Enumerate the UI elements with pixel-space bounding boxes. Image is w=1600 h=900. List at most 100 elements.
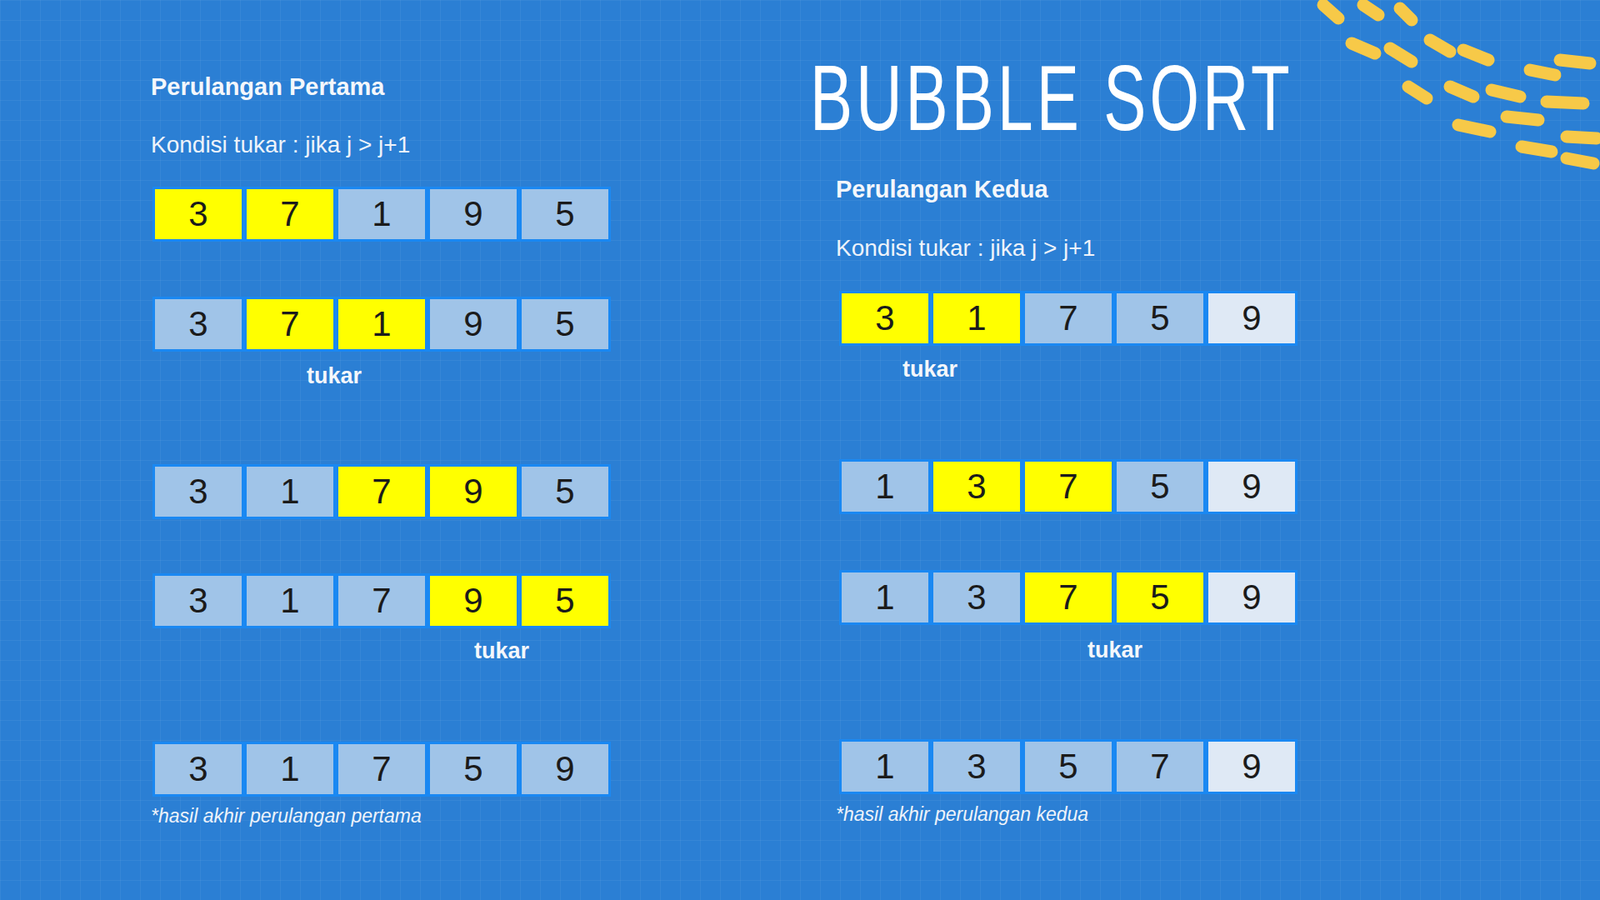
cell-value: 9: [1241, 300, 1261, 336]
array-cell: 5: [1114, 570, 1206, 625]
cell-value: 9: [1241, 580, 1261, 615]
array-cell: 9: [427, 464, 520, 520]
cell-value: 7: [1058, 469, 1078, 505]
array-cell: 3: [152, 296, 245, 352]
array-cell: 9: [1205, 290, 1298, 346]
cell-value: 3: [966, 580, 986, 615]
cell-value: 3: [188, 474, 208, 510]
array-cell: 7: [1114, 739, 1206, 795]
cell-value: 5: [1150, 580, 1170, 615]
array-cell: 7: [1022, 570, 1115, 625]
cell-value: 9: [463, 583, 483, 619]
title: BUBBLE SORT: [810, 51, 1294, 145]
array-cell: 9: [1205, 459, 1298, 515]
cell-value: 3: [966, 749, 986, 785]
array-cell: 1: [930, 290, 1023, 346]
cell-value: 1: [875, 469, 895, 505]
cell-value: 5: [555, 583, 575, 619]
array-cell: 3: [152, 186, 245, 242]
array-cell: 1: [839, 739, 931, 795]
array-cell: 5: [519, 573, 611, 629]
array-cell: 7: [335, 464, 428, 520]
cell-value: 7: [1058, 580, 1078, 615]
result-note: *hasil akhir perulangan pertama: [150, 805, 422, 828]
condition-text: Kondisi tukar : jika j > j+1: [150, 131, 410, 159]
cell-value: 5: [555, 306, 575, 342]
array-cell: 3: [152, 464, 245, 520]
array-cell: 1: [244, 573, 336, 629]
array-cell: 7: [244, 296, 336, 352]
cell-value: 7: [280, 306, 300, 342]
section-heading: Perulangan Pertama: [150, 73, 385, 101]
array-cell: 1: [244, 464, 336, 520]
cell-value: 7: [371, 751, 391, 787]
array-cell: 9: [427, 573, 520, 629]
array-cell: 7: [1022, 290, 1115, 346]
array-cell: 1: [244, 741, 336, 797]
array-cell: 5: [519, 464, 611, 520]
cell-value: 5: [555, 196, 575, 232]
array-cell: 3: [152, 573, 245, 629]
cell-value: 3: [875, 300, 895, 336]
cell-value: 5: [463, 751, 483, 787]
cell-value: 7: [371, 474, 391, 510]
cell-value: 3: [966, 469, 986, 505]
cell-value: 3: [188, 751, 208, 787]
array-cell: 5: [427, 741, 520, 797]
cell-value: 3: [188, 306, 208, 342]
array-cell: 1: [839, 459, 931, 515]
cell-value: 9: [463, 306, 483, 342]
array-cell: 3: [930, 570, 1023, 625]
array-cell: 7: [1022, 459, 1115, 515]
cell-value: 1: [280, 583, 300, 619]
swap-label: tukar: [474, 638, 530, 665]
array-cell: 5: [1022, 739, 1115, 795]
array-cell: 7: [335, 741, 428, 797]
cell-value: 1: [875, 580, 895, 615]
array-cell: 5: [519, 296, 611, 352]
array-cell: 5: [1114, 459, 1206, 515]
array-cell: 3: [930, 459, 1023, 515]
array-cell: 3: [152, 741, 245, 797]
array-cell: 9: [427, 186, 520, 242]
swap-label: tukar: [306, 363, 362, 390]
cell-value: 7: [280, 196, 300, 232]
array-cell: 9: [1205, 570, 1298, 625]
array-cell: 7: [244, 186, 336, 242]
array-cell: 1: [335, 186, 428, 242]
cell-value: 9: [1241, 749, 1261, 785]
cell-value: 9: [463, 474, 483, 510]
array-cell: 1: [839, 570, 931, 625]
cell-value: 5: [1058, 749, 1078, 785]
array-cell: 9: [1205, 739, 1298, 795]
cell-value: 3: [188, 196, 208, 232]
swap-label: tukar: [902, 356, 958, 383]
cell-value: 5: [1150, 300, 1170, 336]
array-cell: 5: [1114, 290, 1206, 346]
array-cell: 9: [427, 296, 520, 352]
array-cell: 3: [839, 290, 931, 346]
condition-text: Kondisi tukar : jika j > j+1: [835, 235, 1095, 262]
array-cell: 9: [519, 741, 611, 797]
array-cell: 7: [335, 573, 428, 629]
cell-value: 1: [280, 751, 300, 787]
cell-value: 1: [280, 474, 300, 510]
cell-value: 7: [1058, 300, 1078, 336]
array-cell: 5: [519, 186, 611, 242]
cell-value: 7: [371, 583, 391, 619]
section-heading: Perulangan Kedua: [835, 175, 1049, 204]
cell-value: 1: [371, 196, 391, 232]
result-note: *hasil akhir perulangan kedua: [835, 803, 1089, 826]
cell-value: 7: [1150, 749, 1170, 785]
cell-value: 9: [1241, 469, 1261, 505]
array-cell: 3: [930, 739, 1023, 795]
cell-value: 5: [555, 474, 575, 510]
cell-value: 1: [966, 300, 986, 336]
cell-value: 1: [371, 306, 391, 342]
cell-value: 9: [463, 196, 483, 232]
cell-value: 3: [188, 583, 208, 619]
cell-value: 9: [555, 751, 575, 787]
cell-value: 1: [875, 749, 895, 785]
array-cell: 1: [335, 296, 428, 352]
cell-value: 5: [1150, 469, 1170, 505]
